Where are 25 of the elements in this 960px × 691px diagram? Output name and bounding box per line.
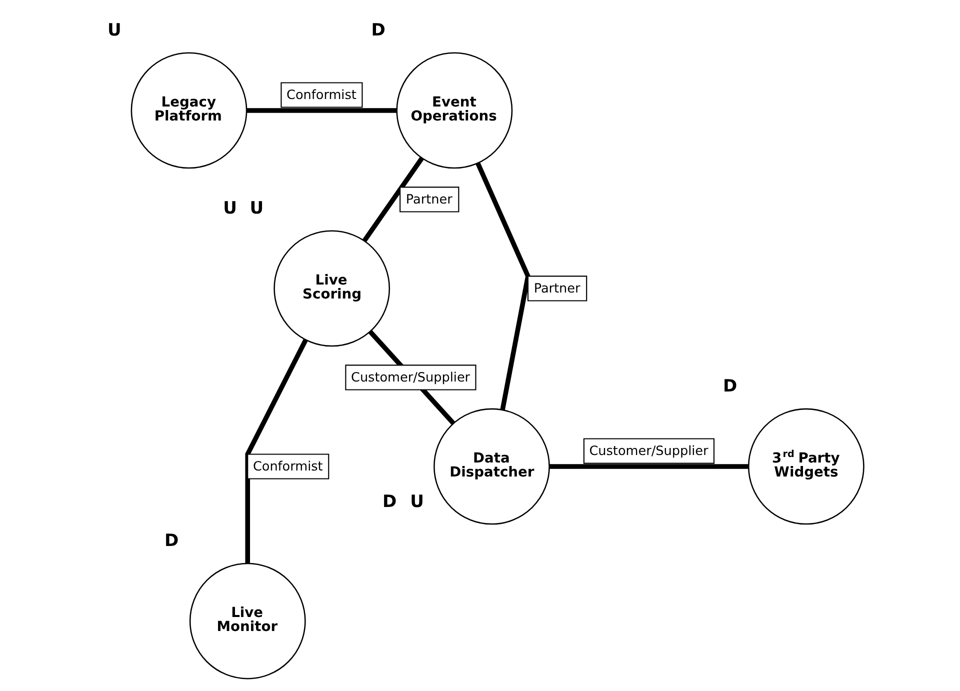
node-label: U — [250, 198, 264, 219]
edge-label: Customer/Supplier — [589, 444, 708, 459]
connector — [246, 108, 396, 113]
edge-label: Partner — [534, 281, 580, 296]
node-label: U — [107, 20, 122, 41]
connector — [549, 464, 749, 469]
node-circle: 3$^{rd}$ Party Widgets — [748, 408, 864, 525]
node-label: U — [410, 492, 424, 512]
edge-label: Conformist — [252, 459, 323, 474]
node-label: U — [223, 198, 237, 219]
node-circle: Event Operations — [396, 52, 513, 169]
node-label: D — [164, 531, 179, 552]
node-circle: Data Dispatcher — [434, 408, 550, 525]
node-label: D — [371, 20, 386, 41]
edge-label: Conformist — [286, 88, 356, 103]
node-label: D — [723, 376, 738, 397]
node-label: D — [382, 492, 397, 512]
connector — [362, 156, 424, 242]
node-circle: Legacy Platform — [130, 52, 248, 169]
node-circle: Live Monitor — [189, 562, 306, 680]
edge-label: Partner — [406, 192, 452, 208]
connector — [476, 162, 530, 410]
edge-label: Customer/Supplier — [351, 370, 470, 386]
node-circle: Live Scoring — [274, 230, 390, 347]
connector — [245, 338, 308, 564]
